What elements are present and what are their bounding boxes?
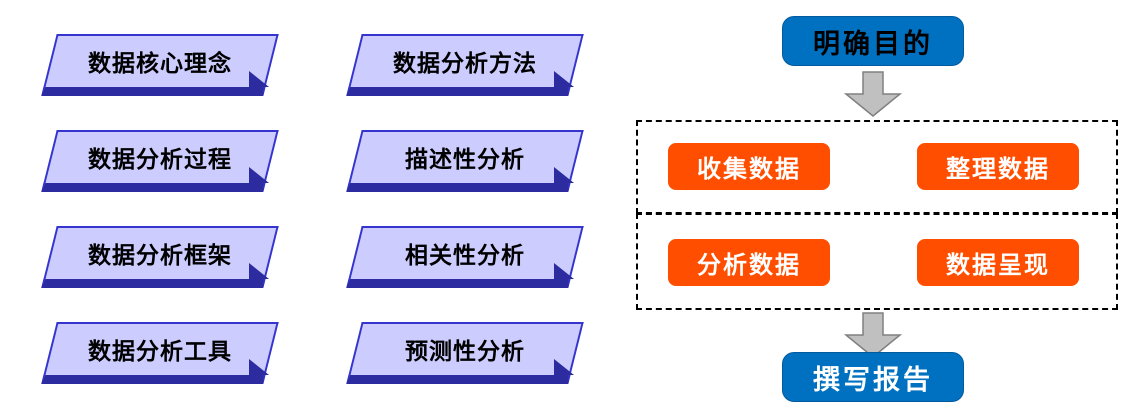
flow-end-box: 撰写报告: [782, 352, 964, 402]
topic-shape: 数据分析过程: [35, 130, 285, 192]
flow-step-label: 整理数据: [946, 157, 1050, 183]
flow-step-present: 数据呈现: [917, 239, 1079, 286]
topic-label: 描述性分析: [405, 145, 525, 172]
flow-start-label: 明确目的: [813, 28, 933, 59]
corner-arrow-icon: [249, 359, 269, 375]
corner-arrow-icon: [249, 263, 269, 279]
flow-step-analyze: 分析数据: [668, 239, 830, 286]
down-arrow-icon: [844, 71, 902, 117]
topic-label: 相关性分析: [405, 241, 525, 268]
corner-arrow-icon: [554, 167, 574, 183]
corner-arrow-icon: [554, 263, 574, 279]
topic-label: 预测性分析: [405, 337, 525, 364]
corner-arrow-icon: [554, 359, 574, 375]
flow-step-label: 收集数据: [697, 157, 801, 183]
topic-label: 数据分析过程: [88, 145, 232, 172]
stage-container-2: [636, 213, 1118, 310]
flow-step-collect: 收集数据: [668, 143, 830, 190]
down-arrow-icon: [844, 312, 902, 358]
flow-start-box: 明确目的: [782, 16, 964, 66]
topic-label: 数据分析方法: [393, 49, 537, 76]
corner-arrow-icon: [249, 71, 269, 87]
corner-arrow-icon: [554, 71, 574, 87]
topic-shape: 数据分析工具: [35, 322, 285, 384]
topic-shape: 数据核心理念: [35, 34, 285, 96]
flow-step-organize: 整理数据: [917, 143, 1079, 190]
topic-label: 数据分析框架: [88, 241, 232, 268]
corner-arrow-icon: [249, 167, 269, 183]
topic-shape: 描述性分析: [340, 130, 590, 192]
topic-shape: 相关性分析: [340, 226, 590, 288]
topic-label: 数据分析工具: [88, 337, 232, 364]
topic-label: 数据核心理念: [88, 49, 232, 76]
topic-shape: 预测性分析: [340, 322, 590, 384]
topic-shape: 数据分析框架: [35, 226, 285, 288]
flow-step-label: 分析数据: [697, 253, 801, 279]
flow-end-label: 撰写报告: [813, 364, 933, 395]
topic-shape: 数据分析方法: [340, 34, 590, 96]
flow-step-label: 数据呈现: [946, 253, 1050, 279]
